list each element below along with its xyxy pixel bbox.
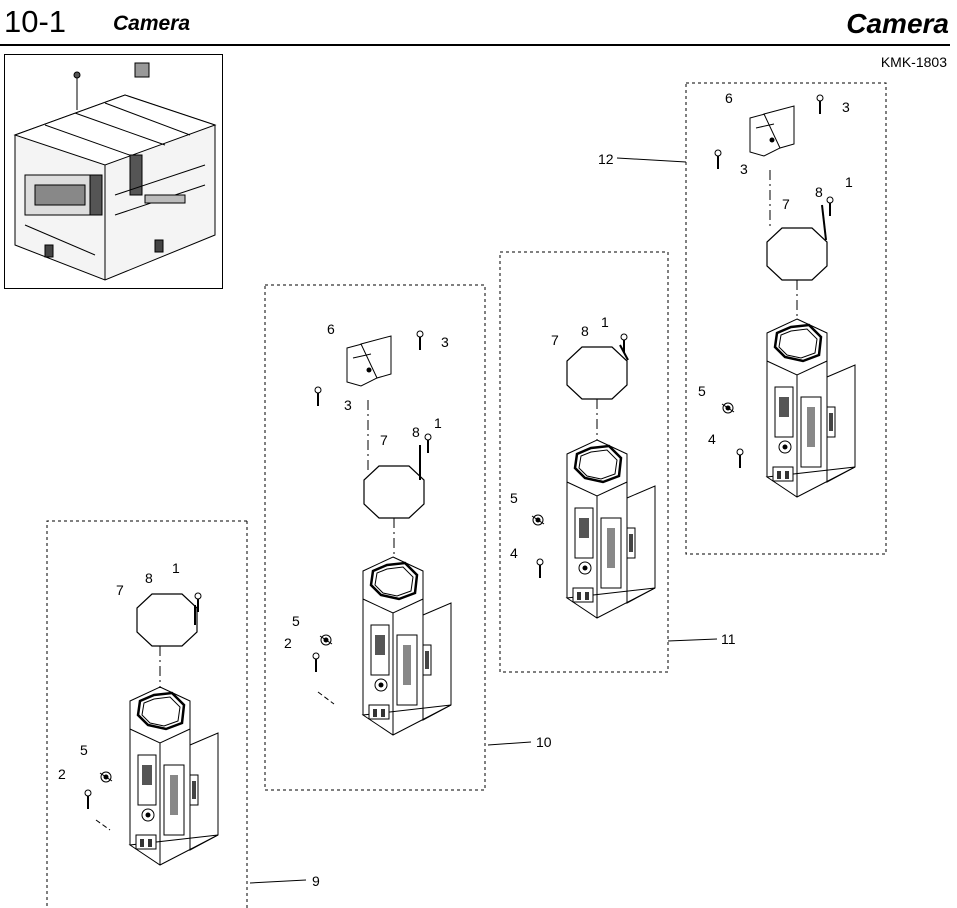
- glass-window-part-7: [766, 227, 828, 281]
- label-assembly-11: 11: [721, 631, 736, 647]
- label-a12-part-5: 5: [698, 383, 706, 399]
- label-a9-part-5: 5: [80, 742, 88, 758]
- assembly-11: [499, 251, 718, 673]
- label-a10-part-2: 2: [284, 635, 292, 651]
- label-a12-part-7: 7: [782, 196, 790, 212]
- header-rule: [0, 44, 950, 46]
- camera-unit: [765, 317, 857, 499]
- screw-part-3b: [314, 386, 322, 407]
- knob-part-5: [99, 771, 113, 783]
- camera-unit: [565, 438, 657, 620]
- label-a11-part-4: 4: [510, 545, 518, 561]
- screw-part-3a: [816, 94, 824, 115]
- label-a10-part-3a: 3: [441, 334, 449, 350]
- bolt-part-2: [84, 789, 92, 810]
- label-a11-part-7: 7: [551, 332, 559, 348]
- assembly-12: [616, 82, 887, 555]
- label-assembly-9: 9: [312, 873, 320, 889]
- screw-part-1: [826, 196, 834, 217]
- label-a10-part-8: 8: [412, 424, 420, 440]
- bolt-part-2: [312, 652, 320, 673]
- glass-window-part-7: [136, 593, 198, 647]
- camera-unit: [128, 685, 220, 867]
- model-code: KMK-1803: [880, 54, 947, 70]
- knob-part-5: [721, 402, 735, 414]
- bolt-part-4: [736, 448, 744, 469]
- label-a12-part-6: 6: [725, 90, 733, 106]
- machine-overview-thumbnail: [4, 54, 223, 289]
- camera-unit: [361, 555, 453, 737]
- label-a12-part-1: 1: [845, 174, 853, 190]
- assembly-9: [46, 520, 307, 908]
- label-a9-part-7: 7: [116, 582, 124, 598]
- label-a9-part-2: 2: [58, 766, 66, 782]
- label-a12-part-3a: 3: [842, 99, 850, 115]
- label-a11-part-5: 5: [510, 490, 518, 506]
- screw-part-3b: [714, 149, 722, 170]
- label-a9-part-1: 1: [172, 560, 180, 576]
- label-a10-part-6: 6: [327, 321, 335, 337]
- label-a12-part-3b: 3: [740, 161, 748, 177]
- machine-overview-drawing: [13, 62, 217, 281]
- section-name: Camera: [113, 12, 191, 35]
- label-a9-part-8: 8: [145, 570, 153, 586]
- label-a10-part-3b: 3: [344, 397, 352, 413]
- glass-window-part-7: [363, 465, 425, 519]
- label-a12-part-4: 4: [708, 431, 716, 447]
- label-assembly-10: 10: [536, 734, 552, 750]
- screw-part-3a: [416, 330, 424, 351]
- label-a11-part-1: 1: [601, 314, 609, 330]
- knob-part-5: [319, 634, 333, 646]
- assembly-10: [264, 284, 532, 791]
- page-title: Camera: [846, 8, 949, 39]
- bolt-part-4: [536, 558, 544, 579]
- label-a12-part-8: 8: [815, 184, 823, 200]
- screw-part-1: [424, 433, 432, 454]
- section-number: 10-1: [4, 4, 67, 39]
- label-a10-part-7: 7: [380, 432, 388, 448]
- callout-labels: 1 8 7 5 2 9 6 3 3 7 8 1 5 2 10 8 1 7 5 4…: [58, 90, 853, 889]
- glass-window-part-7: [566, 346, 628, 400]
- label-assembly-12: 12: [598, 151, 614, 167]
- label-a10-part-1: 1: [434, 415, 442, 431]
- knob-part-5: [531, 514, 545, 526]
- bracket-part-6: [346, 335, 392, 387]
- bracket-part-6: [749, 105, 795, 157]
- label-a11-part-8: 8: [581, 323, 589, 339]
- label-a10-part-5: 5: [292, 613, 300, 629]
